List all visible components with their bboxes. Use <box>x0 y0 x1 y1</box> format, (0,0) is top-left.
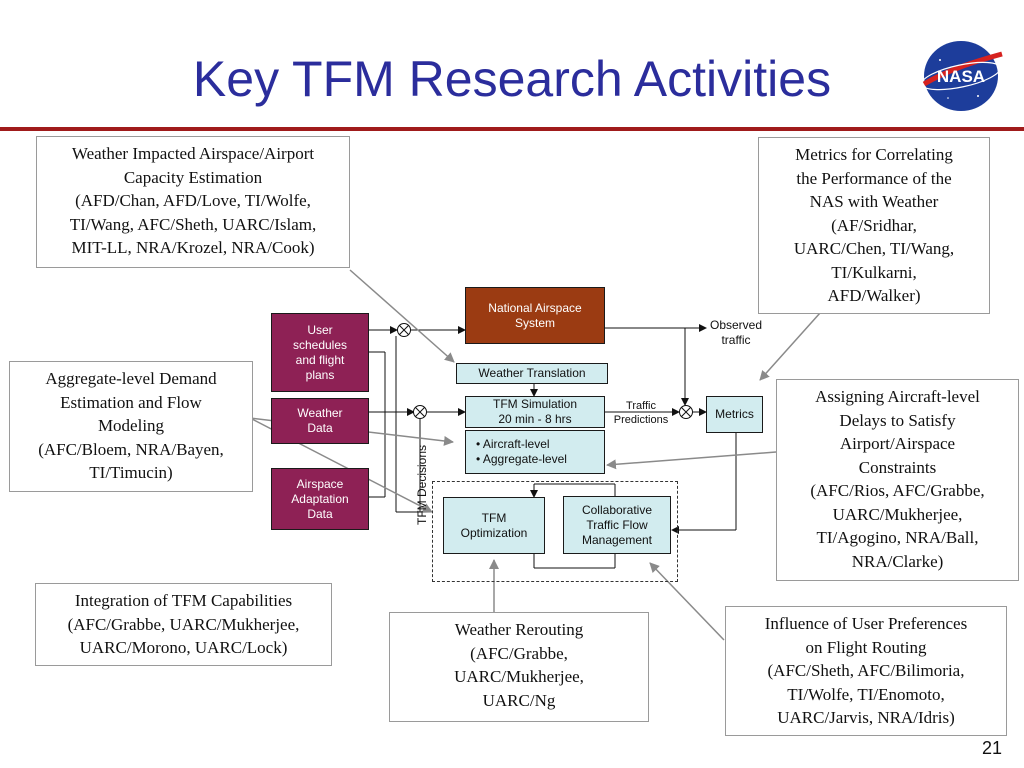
box-line: Data <box>307 506 333 521</box>
box-line: Metrics <box>715 407 754 421</box>
box-line: TFM Simulation <box>492 397 578 411</box>
note-line: Modeling <box>97 416 165 435</box>
note-line: Assigning Aircraft-level <box>815 387 980 406</box>
note-line: Weather Rerouting <box>454 620 584 639</box>
note-line: (AFC/Bloem, NRA/Bayen, <box>38 439 224 459</box>
note-line: MIT-LL, NRA/Krozel, NRA/Cook) <box>71 238 315 257</box>
box-line: Weather <box>297 406 343 420</box>
note-line: UARC/Morono, UARC/Lock) <box>79 638 288 657</box>
note-line: Integration of TFM Capabilities <box>74 591 293 610</box>
box-line: User <box>307 322 333 337</box>
box-user-schedules: User schedules and flight plans <box>271 313 369 392</box>
note-line: Capacity Estimation <box>123 167 263 187</box>
box-simulation-levels: • Aircraft-level • Aggregate-level <box>465 430 605 474</box>
box-line: Management <box>581 532 653 547</box>
note-line: Metrics for Correlating <box>795 145 953 164</box>
box-line: Data <box>307 421 333 435</box>
note-aggregate-demand: Aggregate-level Demand Estimation and Fl… <box>9 361 253 492</box>
note-line: Constraints <box>858 457 937 477</box>
note-line: Weather Impacted Airspace/Airport <box>71 144 315 163</box>
box-weather-data: Weather Data <box>271 398 369 444</box>
note-line: the Performance of the <box>796 168 952 188</box>
box-line: Traffic Flow <box>586 517 648 532</box>
box-line: schedules <box>292 337 348 352</box>
note-line: (AFD/Chan, AFD/Love, TI/Wolfe, <box>75 191 311 210</box>
note-line: TI/Wang, AFC/Sheth, UARC/Islam, <box>69 214 317 234</box>
note-line: TI/Agogino, NRA/Ball, <box>816 528 979 547</box>
nasa-logo: NASA <box>921 41 1003 111</box>
box-national-airspace: National Airspace System <box>465 287 605 344</box>
note-line: TI/Wolfe, TI/Enomoto, <box>787 684 945 704</box>
note-line: TI/Timucin) <box>89 463 173 482</box>
box-collaborative: Collaborative Traffic Flow Management <box>563 496 671 554</box>
note-line: (AF/Sridhar, <box>831 215 917 235</box>
label-line: traffic <box>721 333 751 347</box>
label-tfm-decisions: TFM Decisions <box>415 445 429 526</box>
note-line: UARC/Mukherjee, <box>832 504 963 524</box>
note-line: UARC/Jarvis, NRA/Idris) <box>777 708 955 727</box>
note-line: (AFC/Rios, AFC/Grabbe, <box>810 481 985 500</box>
box-line: • Aircraft-level <box>476 437 550 451</box>
label-line: Traffic <box>626 400 656 412</box>
title-divider <box>0 127 1024 131</box>
box-metrics: Metrics <box>706 396 763 433</box>
note-line: Influence of User Preferences <box>764 614 968 633</box>
note-line: NAS with Weather <box>809 192 939 211</box>
box-line: 20 min - 8 hrs <box>498 412 572 426</box>
note-line: on Flight Routing <box>805 637 927 657</box>
box-line: plans <box>305 367 335 382</box>
note-line: TI/Kulkarni, <box>831 262 917 282</box>
page-title: Key TFM Research Activities <box>192 51 832 107</box>
label-observed-traffic: Observed traffic <box>700 318 772 348</box>
note-metrics-correlating: Metrics for Correlating the Performance … <box>758 137 990 314</box>
box-line: Airspace <box>296 476 344 491</box>
note-line: Aggregate-level Demand <box>45 369 217 388</box>
note-line: Estimation and Flow <box>60 392 202 412</box>
note-line: (AFC/Grabbe, UARC/Mukherjee, <box>67 614 300 634</box>
page-number: 21 <box>982 738 1003 758</box>
note-line: UARC/Ng <box>482 690 556 710</box>
note-line: Delays to Satisfy <box>839 410 956 430</box>
nasa-logo-text: NASA <box>937 67 985 86</box>
box-line: Optimization <box>460 525 528 540</box>
note-aircraft-delays: Assigning Aircraft-level Delays to Satis… <box>776 379 1019 581</box>
note-line: UARC/Mukherjee, <box>454 667 584 686</box>
box-weather-translation: Weather Translation <box>456 363 608 384</box>
label-line: Predictions <box>613 414 669 426</box>
box-line: • Aggregate-level <box>476 452 567 466</box>
box-line: Adaptation <box>291 491 349 506</box>
box-line: TFM <box>481 510 507 525</box>
box-line: Collaborative <box>581 502 653 517</box>
note-line: NRA/Clarke) <box>851 551 944 571</box>
label-line: Observed <box>709 318 763 332</box>
note-weather-rerouting: Weather Rerouting (AFC/Grabbe, UARC/Mukh… <box>389 612 649 722</box>
box-line: and flight <box>295 352 345 367</box>
note-weather-capacity: Weather Impacted Airspace/Airport Capaci… <box>36 136 350 268</box>
note-line: (AFC/Sheth, AFC/Bilimoria, <box>767 661 965 680</box>
box-line: System <box>514 315 555 330</box>
box-airspace-data: Airspace Adaptation Data <box>271 468 369 530</box>
note-line: UARC/Chen, TI/Wang, <box>793 239 955 258</box>
box-tfm-simulation: TFM Simulation 20 min - 8 hrs <box>465 396 605 428</box>
note-integration: Integration of TFM Capabilities (AFC/Gra… <box>35 583 332 666</box>
note-user-preferences: Influence of User Preferences on Flight … <box>725 606 1007 736</box>
note-line: AFD/Walker) <box>827 286 921 305</box>
note-line: Airport/Airspace <box>839 434 956 453</box>
note-line: (AFC/Grabbe, <box>470 643 568 663</box>
label-traffic-predictions: Traffic Predictions <box>605 399 677 427</box>
box-line: Weather Translation <box>478 366 586 380</box>
optimization-group <box>432 481 678 582</box>
box-line: National Airspace <box>488 300 582 315</box>
box-tfm-optimization: TFM Optimization <box>443 497 545 554</box>
